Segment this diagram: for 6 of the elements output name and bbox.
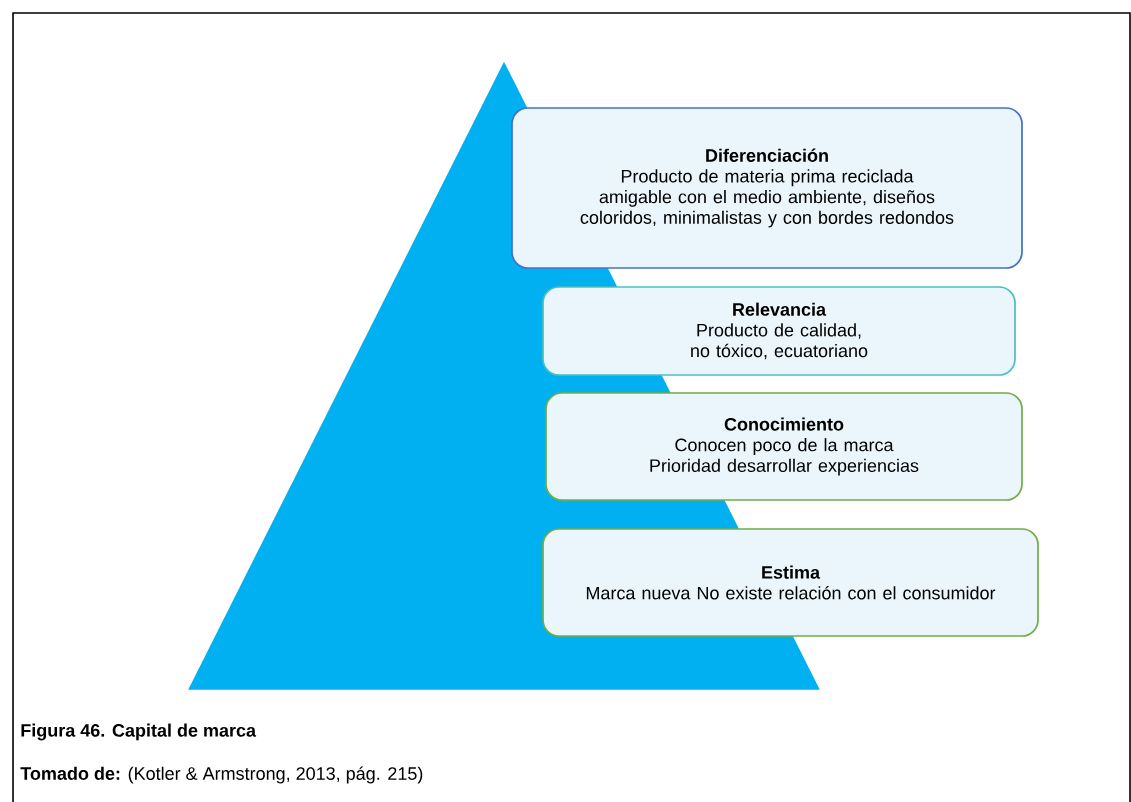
text-box: Relevancia Producto de calidad, no tóxico, ecuatoriano: [542, 286, 1016, 376]
text-box: Diferenciación Producto de materia prima reciclada amigable con el medio ambiente, diseños coloridos, minimalistas y con bordes redondos: [511, 107, 1023, 269]
caption: Figura 46. Capital de marca: [21, 723, 257, 741]
source-note: Tomado de: (Kotler & Armstrong, 2013, pág. 215): [20, 766, 423, 784]
text-box: Estima Marca nueva No existe relación con el consumidor: [542, 528, 1039, 637]
text-box: Conocimiento Conocen poco de la marca Prioridad desarrollar experiencias: [545, 392, 1023, 501]
